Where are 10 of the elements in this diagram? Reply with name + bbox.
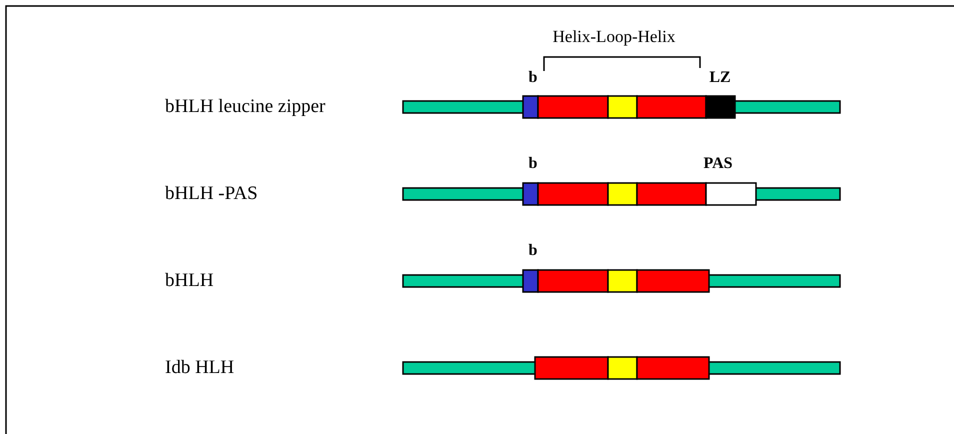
domain-label: b [528,243,538,259]
domain-label: LZ [709,70,731,86]
row-label: bHLH leucine zipper [165,97,326,116]
domain-label: PAS [703,156,733,172]
domain-label: Helix-Loop-Helix [552,28,676,45]
row-label: Idb HLH [165,358,234,377]
row-label: bHLH [165,271,214,290]
domain-label: b [528,156,538,172]
row-label: bHLH -PAS [165,184,258,203]
domain-label: b [528,70,538,86]
